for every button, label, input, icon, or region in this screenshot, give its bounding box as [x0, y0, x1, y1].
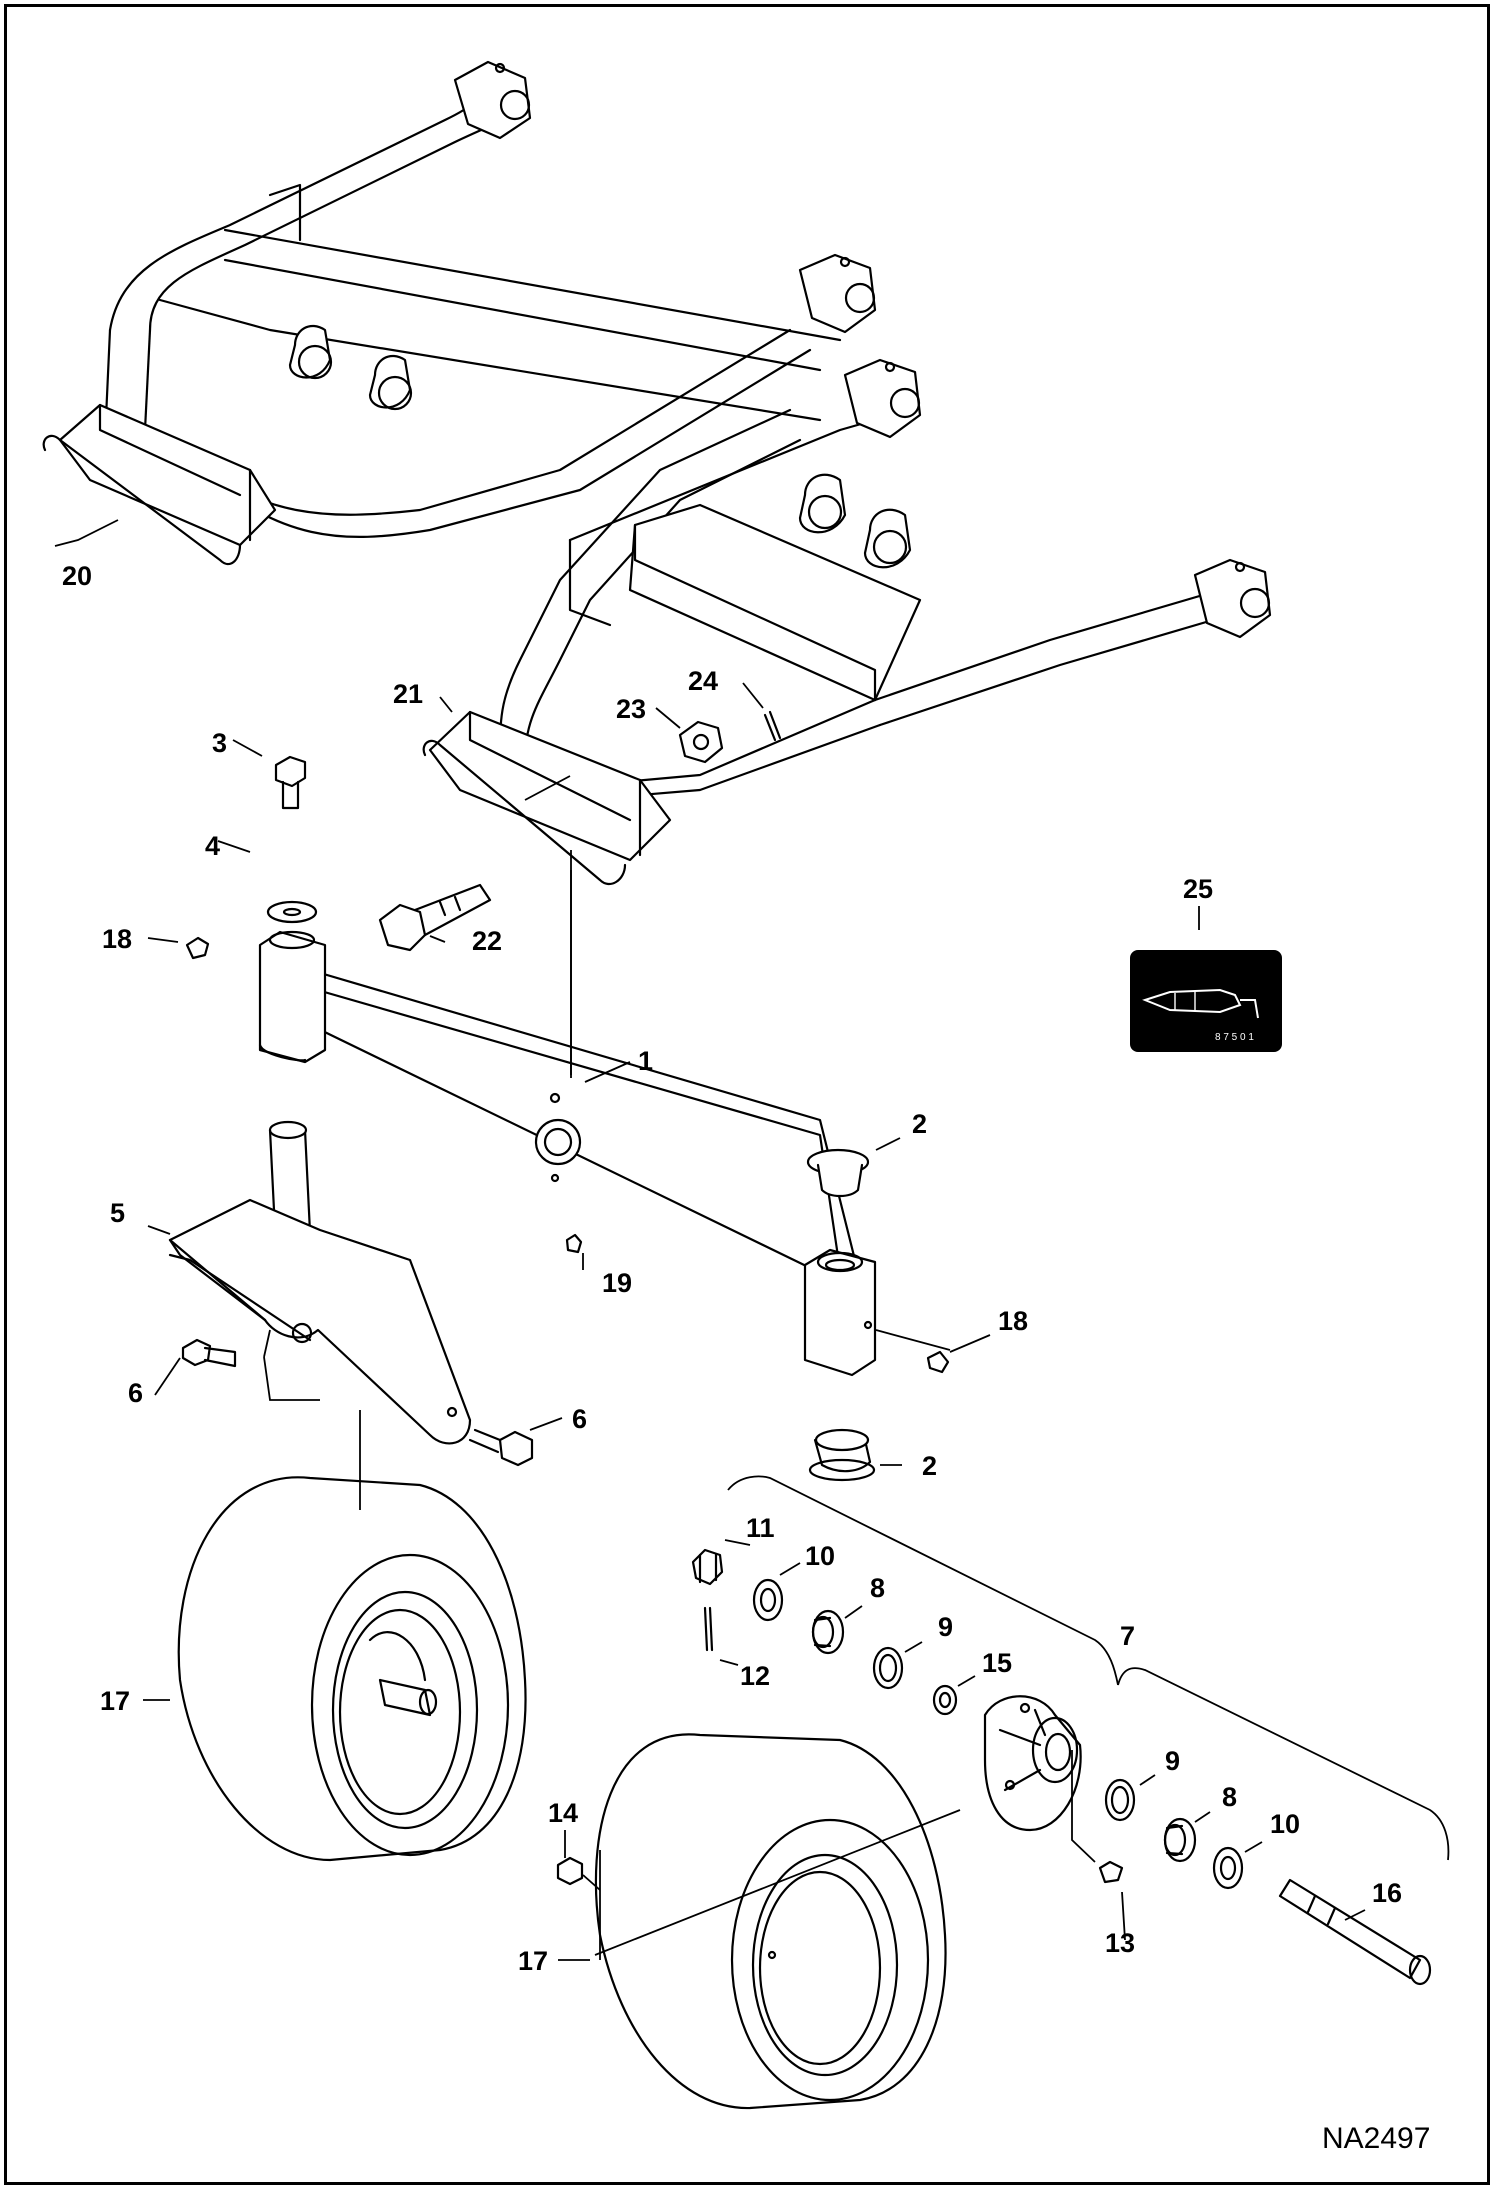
- bolt-6-left: [181, 1338, 237, 1368]
- callout-9-left: 9: [938, 1612, 953, 1642]
- callout-25: 25: [1183, 874, 1213, 904]
- grease-gun-decal-icon: 8 7 5 0 1: [1142, 988, 1259, 1043]
- spacer-15: [932, 1684, 958, 1716]
- bushing-2-upper: [806, 1148, 870, 1198]
- wheel-17-lower: [594, 1733, 947, 2110]
- svg-text:8 7 5 0 1: 8 7 5 0 1: [1215, 1032, 1254, 1043]
- callout-8-left: 8: [870, 1573, 885, 1603]
- callout-14: 14: [548, 1798, 578, 1828]
- lug-nut-14: [556, 1856, 584, 1886]
- callout-2-upper: 2: [912, 1109, 927, 1139]
- callout-15: 15: [982, 1648, 1012, 1678]
- cotter-pin-24: [763, 710, 782, 742]
- callout-20: 20: [62, 561, 92, 591]
- callout-23: 23: [616, 694, 646, 724]
- callout-1: 1: [638, 1046, 653, 1076]
- bearing-8-left: [811, 1609, 845, 1655]
- grease-fitting-13: [1098, 1860, 1124, 1884]
- callout-18-left: 18: [102, 924, 132, 954]
- callout-24: 24: [688, 666, 718, 696]
- seal-10-left: [752, 1578, 784, 1622]
- callout-17-lower: 17: [518, 1946, 548, 1976]
- race-9-left: [872, 1646, 904, 1690]
- callout-9-right: 9: [1165, 1746, 1180, 1776]
- callout-11: 11: [746, 1513, 775, 1543]
- callout-13: 13: [1105, 1928, 1135, 1958]
- seal-10-right: [1212, 1846, 1244, 1890]
- callout-8-right: 8: [1222, 1782, 1237, 1812]
- axle-shaft-16: [1278, 1878, 1432, 1986]
- callout-4: 4: [205, 831, 220, 861]
- callout-22: 22: [472, 926, 502, 956]
- callout-21: 21: [393, 679, 423, 709]
- callout-5: 5: [110, 1198, 125, 1228]
- callout-3: 3: [212, 728, 227, 758]
- callout-6-left: 6: [128, 1378, 143, 1408]
- callout-17-upper: 17: [100, 1686, 130, 1716]
- callout-10-left: 10: [805, 1541, 835, 1571]
- callout-10-right: 10: [1270, 1809, 1300, 1839]
- bearing-8-right: [1163, 1817, 1197, 1863]
- callout-6-right: 6: [572, 1404, 587, 1434]
- grease-fitting-19: [565, 1233, 583, 1254]
- pivot-bolt-22: [378, 883, 492, 952]
- decal-25: 8 7 5 0 1: [1130, 950, 1282, 1052]
- callout-12: 12: [740, 1661, 770, 1691]
- callout-labels: 1 2 2 3 4 5 6 6 7 8 8 9 9 10 10 11 12 13…: [62, 561, 1402, 1976]
- grease-fitting-18-left: [185, 936, 210, 960]
- leader-lines: [54, 519, 1450, 1961]
- drawing-code: NA2497: [1322, 2122, 1430, 2155]
- race-9-right: [1104, 1778, 1136, 1822]
- callout-2-lower: 2: [922, 1451, 937, 1481]
- nut-23: [678, 720, 724, 764]
- a-frame-lower: [422, 358, 1272, 886]
- a-frame-upper: [42, 60, 877, 566]
- hub-7: [983, 1695, 1082, 1832]
- axle-arm-1: [258, 930, 877, 1377]
- caster-fork-5: [168, 1120, 472, 1445]
- washer-4: [266, 900, 318, 924]
- callout-7: 7: [1120, 1621, 1135, 1651]
- bolt-3: [274, 755, 307, 810]
- bushing-2-lower: [808, 1428, 876, 1482]
- callout-18-right: 18: [998, 1306, 1028, 1336]
- cotter-pin-12: [703, 1606, 714, 1652]
- wheel-17-upper: [177, 1476, 527, 1862]
- bolt-6-right: [468, 1428, 534, 1467]
- castle-nut-11: [691, 1548, 724, 1586]
- grease-fitting-18-right: [926, 1350, 950, 1374]
- callout-16: 16: [1372, 1878, 1402, 1908]
- callout-19: 19: [602, 1268, 632, 1298]
